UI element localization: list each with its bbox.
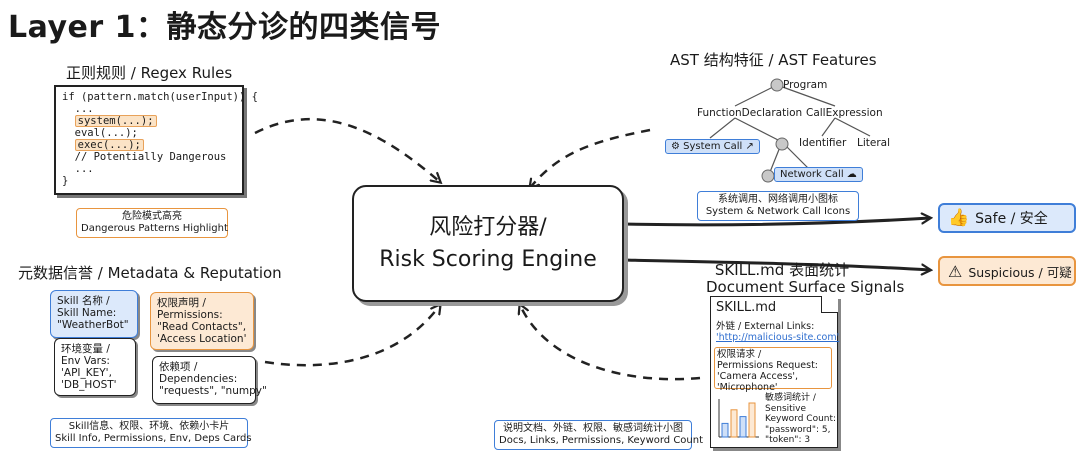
metadata-heading: 元数据信誉 / Metadata & Reputation bbox=[18, 264, 282, 282]
network-call-label: Network Call bbox=[780, 169, 844, 180]
code-line: ... bbox=[62, 103, 94, 115]
arrow-skillmd-to-engine bbox=[520, 305, 701, 381]
code-line: if (pattern.match(userInput)) { bbox=[62, 91, 258, 103]
dangerous-pattern-highlight: exec(...); bbox=[74, 139, 144, 151]
suspicious-label: Suspicious / 可疑 bbox=[968, 264, 1072, 280]
ast-network-call: Network Call ☁ bbox=[774, 167, 863, 182]
ast-node-call-expression: CallExpression bbox=[806, 107, 883, 119]
skillmd-document: SKILL.md 外链 / External Links: 'http://ma… bbox=[710, 296, 840, 448]
ast-node-dot bbox=[761, 169, 775, 183]
keyword-bar bbox=[721, 422, 729, 438]
ast-caption-en: System & Network Call Icons bbox=[705, 206, 851, 217]
arrow-metadata-to-engine bbox=[264, 305, 440, 367]
ast-tree-edges bbox=[709, 78, 871, 183]
metadata-caption-cn: Skill信息、权限、环境、依赖小卡片 bbox=[68, 421, 230, 432]
ast-caption-cn: 系统调用、网络调用小图标 bbox=[718, 194, 838, 205]
regex-caption-en: Dangerous Patterns Highlight bbox=[81, 223, 228, 234]
code-line: exec(...); bbox=[62, 139, 236, 151]
skillmd-heading-en: Document Surface Signals bbox=[706, 278, 905, 296]
regex-heading: 正则规则 / Regex Rules bbox=[66, 64, 233, 82]
permissions-card: 权限声明 / Permissions: "Read Contacts", 'Ac… bbox=[150, 292, 254, 350]
engine-title-en: Risk Scoring Engine bbox=[379, 246, 597, 272]
external-links-label: 外链 / External Links: bbox=[716, 321, 815, 332]
outcome-safe: 👍 Safe / 安全 bbox=[938, 203, 1076, 233]
engine-title-cn: 风险打分器/ bbox=[429, 214, 547, 240]
ast-node-program: Program bbox=[783, 79, 828, 91]
regex-code-box: if (pattern.match(userInput)) { ... syst… bbox=[54, 85, 258, 195]
permissions-request-box: 权限请求 / Permissions Request: 'Camera Acce… bbox=[714, 347, 832, 393]
external-link-value: 'http://malicious-site.com' bbox=[716, 332, 840, 343]
ast-node-literal: Literal bbox=[857, 137, 891, 149]
env-vars-card: 环境变量 / Env Vars: 'API_KEY', 'DB_HOST' bbox=[54, 338, 136, 396]
keyword-bar bbox=[739, 416, 747, 438]
ast-caption: 系统调用、网络调用小图标 System & Network Call Icons bbox=[697, 191, 859, 221]
metadata-caption: Skill信息、权限、环境、依赖小卡片 Skill Info, Permissi… bbox=[50, 418, 252, 448]
ast-system-call: ⚙ System Call ↗ bbox=[665, 139, 760, 154]
skillmd-caption-cn: 说明文档、外链、权限、敏感词统计小图 bbox=[503, 423, 683, 434]
ast-heading: AST 结构特征 / AST Features bbox=[670, 51, 877, 69]
thumbs-up-icon: 👍 bbox=[948, 208, 970, 228]
warning-icon: ⚠ bbox=[948, 261, 963, 281]
keyword-count-stats: 敏感词统计 / Sensitive Keyword Count: "passwo… bbox=[765, 393, 837, 445]
arrow-engine-to-safe bbox=[621, 218, 930, 227]
code-line: eval(...); bbox=[62, 127, 138, 139]
dependencies-card: 依赖项 / Dependencies: "requests", "numpy" bbox=[152, 356, 267, 404]
arrow-ast-to-engine bbox=[530, 128, 651, 188]
outcome-suspicious: ⚠ Suspicious / 可疑 bbox=[938, 256, 1076, 286]
code-line: // Potentially Dangerous bbox=[62, 151, 227, 163]
code-line: ... bbox=[62, 163, 94, 175]
ast-node-dot bbox=[775, 137, 789, 151]
skillmd-heading-cn: SKILL.md 表面统计 bbox=[714, 261, 850, 279]
ast-node-dot bbox=[770, 78, 784, 92]
code-lines: if (pattern.match(userInput)) { ... syst… bbox=[62, 91, 258, 187]
cloud-icon: ☁ bbox=[846, 169, 857, 180]
external-link-icon: ↗ bbox=[745, 141, 754, 152]
risk-scoring-engine: 风险打分器/ Risk Scoring Engine bbox=[352, 185, 624, 302]
code-line: } bbox=[62, 175, 69, 187]
keyword-bar bbox=[748, 402, 756, 438]
regex-caption-cn: 危险模式高亮 bbox=[122, 211, 182, 222]
ast-node-identifier: Identifier bbox=[799, 137, 847, 149]
safe-label: Safe / 安全 bbox=[975, 211, 1048, 227]
code-line: system(...); bbox=[62, 115, 236, 127]
regex-caption: 危险模式高亮 Dangerous Patterns Highlight bbox=[76, 208, 228, 238]
page-fold-icon bbox=[821, 296, 838, 313]
gear-icon: ⚙ bbox=[671, 141, 680, 152]
metadata-caption-en: Skill Info, Permissions, Env, Deps Cards bbox=[55, 433, 252, 444]
arrow-regex-to-engine bbox=[254, 118, 440, 182]
system-call-label: System Call bbox=[683, 141, 743, 152]
skillmd-heading: SKILL.md 表面统计 Document Surface Signals bbox=[706, 261, 905, 296]
page-title: Layer 1：静态分诊的四类信号 bbox=[8, 10, 441, 45]
skill-name-card: Skill 名称 / Skill Name: "WeatherBot" bbox=[50, 290, 138, 338]
dangerous-pattern-highlight: system(...); bbox=[74, 115, 157, 127]
skillmd-caption-en: Docs, Links, Permissions, Keyword Count bbox=[499, 435, 704, 446]
skillmd-caption: 说明文档、外链、权限、敏感词统计小图 Docs, Links, Permissi… bbox=[494, 420, 704, 450]
ast-node-function-declaration: FunctionDeclaration bbox=[697, 107, 803, 119]
keyword-bar bbox=[730, 409, 738, 438]
skillmd-doc-title: SKILL.md bbox=[716, 300, 777, 315]
arrow-engine-to-suspicious bbox=[621, 258, 930, 270]
keyword-bar-chart bbox=[718, 399, 759, 438]
